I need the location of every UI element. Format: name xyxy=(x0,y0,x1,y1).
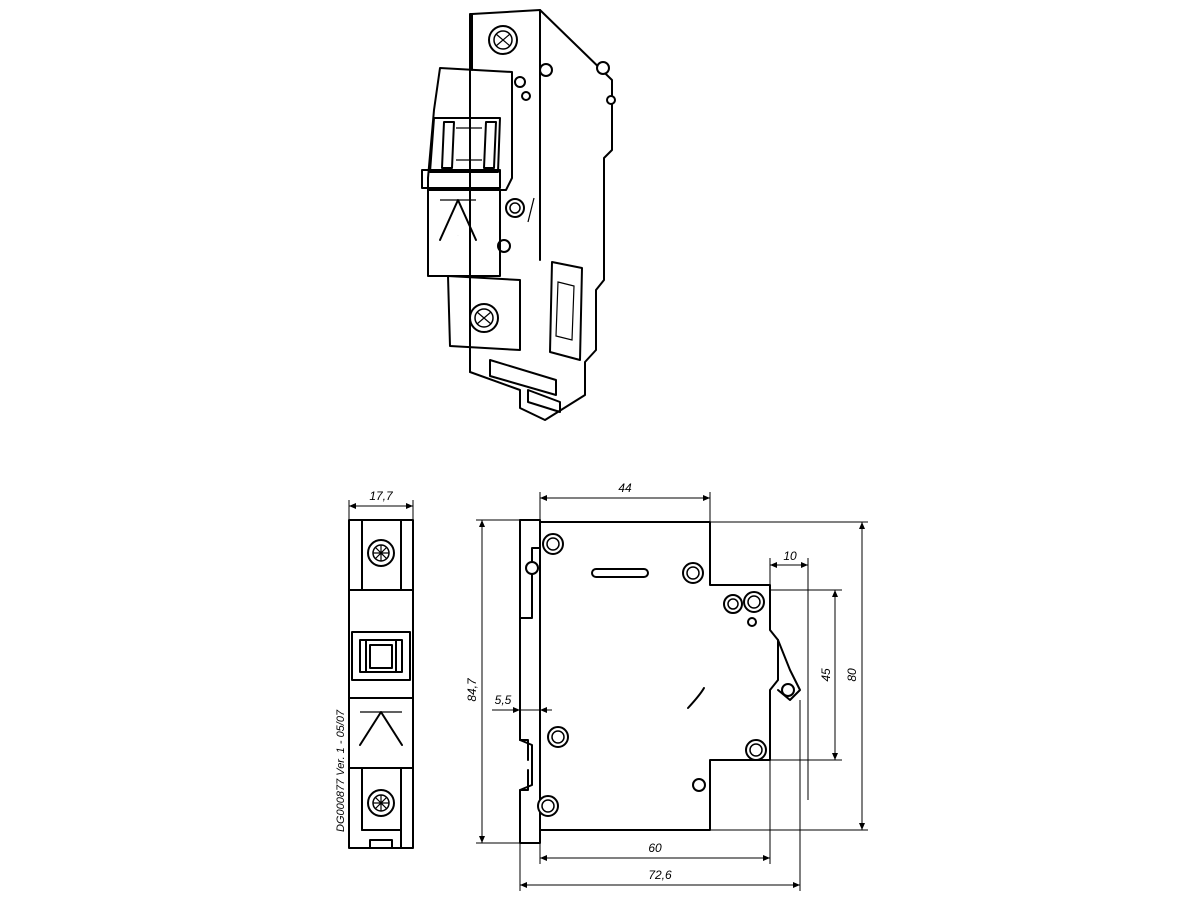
isometric-view: A xyxy=(421,9,616,421)
front-view: 17,7 DG000877 Ver. 1 - 05/07 xyxy=(335,489,414,849)
dim-width-60: 60 xyxy=(648,841,662,855)
dim-height-45: 45 xyxy=(819,668,833,682)
dim-top-width: 44 xyxy=(618,481,632,495)
dim-offset-5-5: 5,5 xyxy=(495,693,512,707)
dim-front-width: 17,7 xyxy=(369,489,394,503)
drawing-reference: DG000877 Ver. 1 - 05/07 xyxy=(335,709,347,832)
dim-height-80: 80 xyxy=(845,668,859,682)
dim-offset-10: 10 xyxy=(783,549,797,563)
dim-height-84-7: 84,7 xyxy=(465,677,479,702)
dim-width-72-6: 72,6 xyxy=(648,868,672,882)
iso-symbol: A xyxy=(458,234,459,237)
side-view: 44 10 84,7 5,5 45 80 60 xyxy=(465,481,868,891)
